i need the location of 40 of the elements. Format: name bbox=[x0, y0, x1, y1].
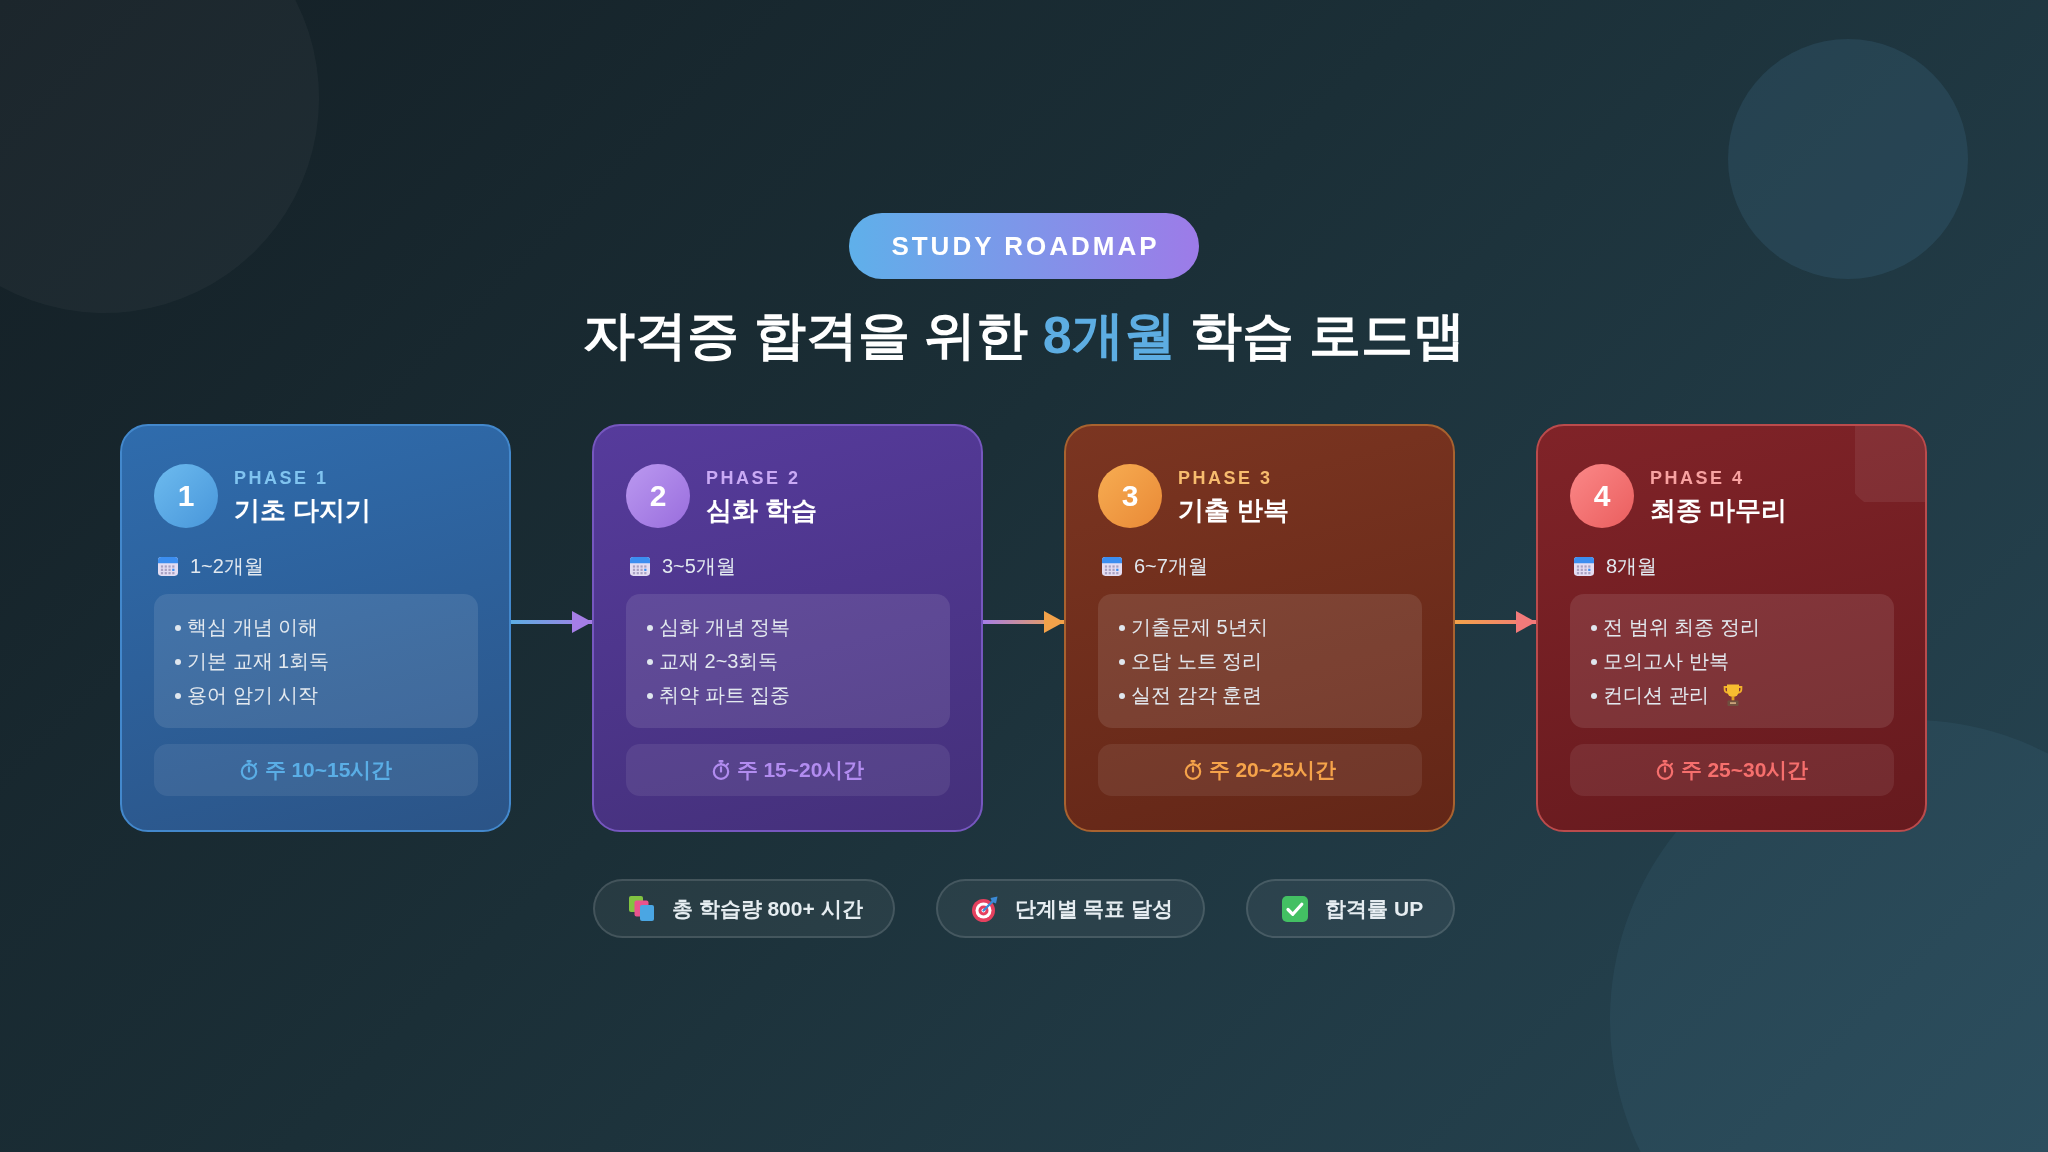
phase-title: 심화 학습 bbox=[706, 494, 818, 527]
task-item: 용어 암기 시작 bbox=[175, 682, 319, 708]
phase-title: 기출 반복 bbox=[1178, 494, 1290, 527]
step-number-badge: 1 bbox=[154, 464, 218, 528]
summary-text: 총 학습량 800+ 시간 bbox=[671, 895, 863, 922]
task-item: 전 범위 최종 정리 bbox=[1591, 614, 1760, 640]
page-title: 자격증 합격을 위한 8개월 학습 로드맵 bbox=[583, 305, 1465, 366]
task-item: 오답 노트 정리 bbox=[1119, 648, 1263, 674]
date-range: 8개월 bbox=[1606, 554, 1658, 579]
date-range: 1~2개월 bbox=[190, 554, 264, 579]
weekly-hours-text: 주 25~30시간 bbox=[1680, 757, 1809, 783]
summary-text: 합격률 UP bbox=[1325, 895, 1424, 922]
task-item: 기본 교재 1회독 bbox=[175, 648, 330, 674]
task-item: 실전 감각 훈련 bbox=[1119, 682, 1263, 708]
phase-title: 최종 마무리 bbox=[1650, 494, 1788, 527]
task-item: 핵심 개념 이해 bbox=[175, 614, 319, 640]
task-item: 기출문제 5년치 bbox=[1119, 614, 1268, 640]
date-range: 3~5개월 bbox=[662, 554, 736, 579]
task-item: 교재 2~3회독 bbox=[647, 648, 779, 674]
phase-title: 기초 다지기 bbox=[234, 494, 372, 527]
phase-label: PHASE 4 bbox=[1650, 467, 1745, 490]
date-range: 6~7개월 bbox=[1134, 554, 1208, 579]
task-item: 모의고사 반복 bbox=[1591, 648, 1729, 674]
arrow bbox=[511, 611, 592, 633]
arrow bbox=[1455, 611, 1536, 633]
step-number-badge: 4 bbox=[1570, 464, 1634, 528]
step-number-badge: 3 bbox=[1098, 464, 1162, 528]
step-number-badge: 2 bbox=[626, 464, 690, 528]
phase-label: PHASE 3 bbox=[1178, 467, 1273, 490]
weekly-hours-text: 주 15~20시간 bbox=[736, 757, 865, 783]
phase-label: PHASE 1 bbox=[234, 467, 329, 490]
arrow bbox=[983, 611, 1064, 633]
task-item: 컨디션 관리 bbox=[1591, 682, 1709, 708]
weekly-hours-text: 주 10~15시간 bbox=[264, 757, 393, 783]
task-item: 심화 개념 정복 bbox=[647, 614, 791, 640]
phase-label: PHASE 2 bbox=[706, 467, 801, 490]
weekly-hours-text: 주 20~25시간 bbox=[1208, 757, 1337, 783]
summary-text: 단계별 목표 달성 bbox=[1014, 895, 1174, 922]
task-item: 취약 파트 집중 bbox=[647, 682, 791, 708]
roadmap-tag: STUDY ROADMAP bbox=[849, 213, 1199, 279]
